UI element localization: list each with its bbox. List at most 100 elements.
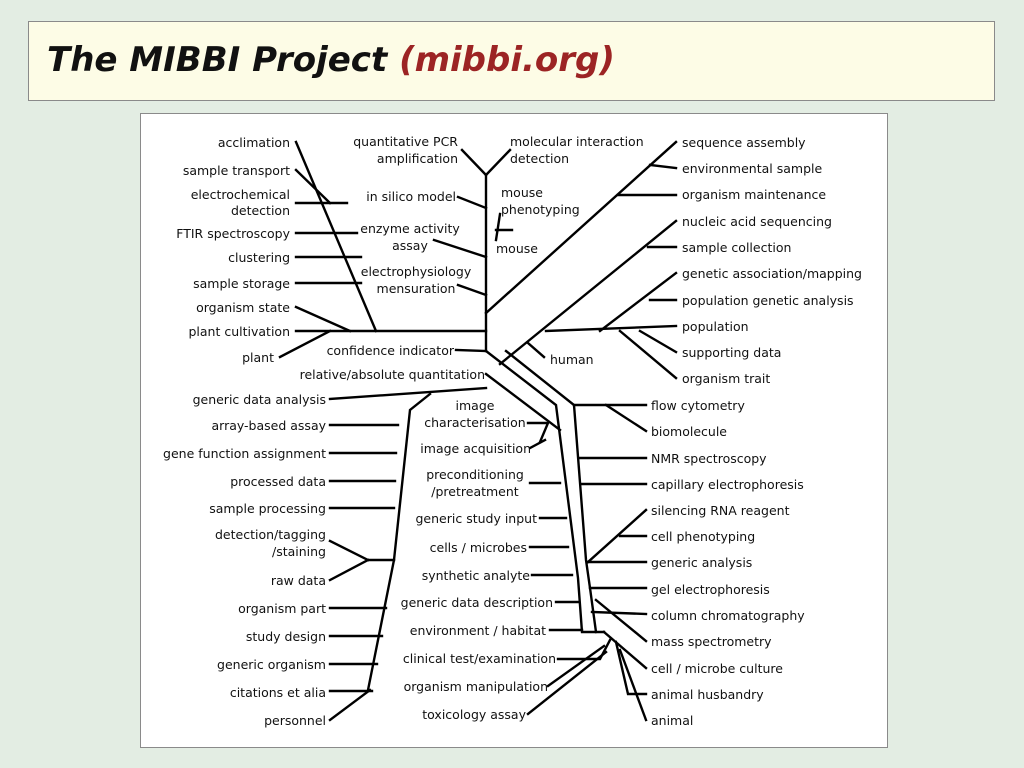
branch	[328, 386, 488, 401]
node-label: detection	[510, 151, 569, 166]
node-label: study design	[246, 629, 326, 644]
node-label: in silico model	[366, 189, 456, 204]
branch	[432, 238, 488, 259]
node-label: plant cultivation	[188, 324, 290, 339]
node-label: mass spectrometry	[651, 634, 772, 649]
node-label: quantitative PCR	[353, 134, 458, 149]
node-label: generic analysis	[651, 555, 752, 570]
branch	[498, 219, 678, 366]
node-label: sequence assembly	[682, 135, 806, 150]
branch	[556, 638, 612, 661]
title-main: The MIBBI Project	[47, 40, 388, 80]
node-label: FTIR spectroscopy	[176, 226, 290, 241]
node-label: /pretreatment	[431, 484, 519, 499]
title-url: (mibbi.org)	[399, 40, 615, 80]
branch	[648, 163, 678, 170]
node-label: preconditioning	[426, 467, 524, 482]
node-label: generic organism	[217, 657, 326, 672]
node-label: gel electrophoresis	[651, 582, 770, 597]
node-label: assay	[392, 238, 428, 253]
node-label: phenotyping	[501, 202, 580, 217]
node-label: generic data analysis	[193, 392, 326, 407]
node-label: personnel	[264, 713, 326, 728]
slide-title: The MIBBI Project (mibbi.org)	[47, 40, 615, 80]
branch	[526, 341, 546, 359]
branch	[456, 283, 488, 297]
branch	[544, 324, 678, 333]
node-label: plant	[242, 350, 274, 365]
node-label: organism maintenance	[682, 187, 826, 202]
branch	[460, 148, 488, 177]
branch	[484, 140, 678, 315]
branch	[598, 271, 678, 333]
branch	[546, 644, 606, 688]
branch	[494, 212, 502, 242]
node-label: generic data description	[401, 595, 553, 610]
node-label: synthetic analyte	[422, 568, 531, 583]
node-label: confidence indicator	[327, 343, 455, 358]
node-label: sample collection	[682, 240, 791, 255]
node-label: detection/tagging	[215, 527, 326, 542]
node-label: clustering	[228, 250, 290, 265]
node-label: gene function assignment	[163, 446, 326, 461]
node-label: detection	[231, 203, 290, 218]
branch	[614, 640, 648, 696]
node-label: array-based assay	[211, 418, 326, 433]
node-label: organism part	[238, 601, 326, 616]
node-label: generic study input	[416, 511, 538, 526]
branch	[526, 421, 550, 444]
branch	[604, 403, 648, 433]
branch	[594, 598, 648, 643]
branch	[328, 558, 370, 582]
branch	[294, 305, 352, 333]
branch	[590, 610, 648, 616]
node-label: animal husbandry	[651, 687, 764, 702]
node-label: population genetic analysis	[682, 293, 854, 308]
branch	[526, 650, 608, 716]
node-label: raw data	[271, 573, 326, 588]
node-label: processed data	[230, 474, 326, 489]
node-label: clinical test/examination	[403, 651, 556, 666]
node-label: column chromatography	[651, 608, 805, 623]
node-label: acclimation	[218, 135, 290, 150]
node-label: cells / microbes	[430, 540, 527, 555]
node-label: mouse	[496, 241, 538, 256]
branch	[366, 392, 432, 692]
node-label: electrophysiology	[361, 264, 472, 279]
branch	[618, 648, 648, 722]
node-label: environment / habitat	[410, 623, 546, 638]
node-label: organism state	[196, 300, 290, 315]
left-labels: acclimation sample transport electrochem…	[163, 135, 327, 728]
node-label: human	[550, 352, 594, 367]
node-label: cell phenotyping	[651, 529, 755, 544]
node-label: image acquisition	[420, 441, 531, 456]
branch	[278, 329, 332, 359]
branch	[638, 329, 678, 354]
node-label: capillary electrophoresis	[651, 477, 804, 492]
node-label: organism manipulation	[404, 679, 548, 694]
branch	[294, 168, 332, 205]
branch	[484, 349, 606, 634]
node-label: biomolecule	[651, 424, 727, 439]
title-bar: The MIBBI Project (mibbi.org)	[28, 21, 995, 101]
tree-branches	[278, 140, 678, 722]
node-label: amplification	[377, 151, 458, 166]
node-label: /staining	[272, 544, 326, 559]
node-label: environmental sample	[682, 161, 822, 176]
node-label: population	[682, 319, 749, 334]
node-label: cell / microbe culture	[651, 661, 783, 676]
branch	[484, 372, 562, 432]
node-label: mensuration	[377, 281, 456, 296]
node-label: nucleic acid sequencing	[682, 214, 832, 229]
branch	[618, 329, 678, 380]
branch	[294, 140, 378, 333]
branch	[504, 349, 598, 634]
branch	[456, 195, 488, 210]
node-label: electrochemical	[191, 187, 290, 202]
node-label: supporting data	[682, 345, 781, 360]
branch	[328, 539, 370, 562]
node-label: silencing RNA reagent	[651, 503, 790, 518]
branch	[586, 508, 648, 564]
center-labels: quantitative PCR amplification molecular…	[300, 134, 644, 722]
